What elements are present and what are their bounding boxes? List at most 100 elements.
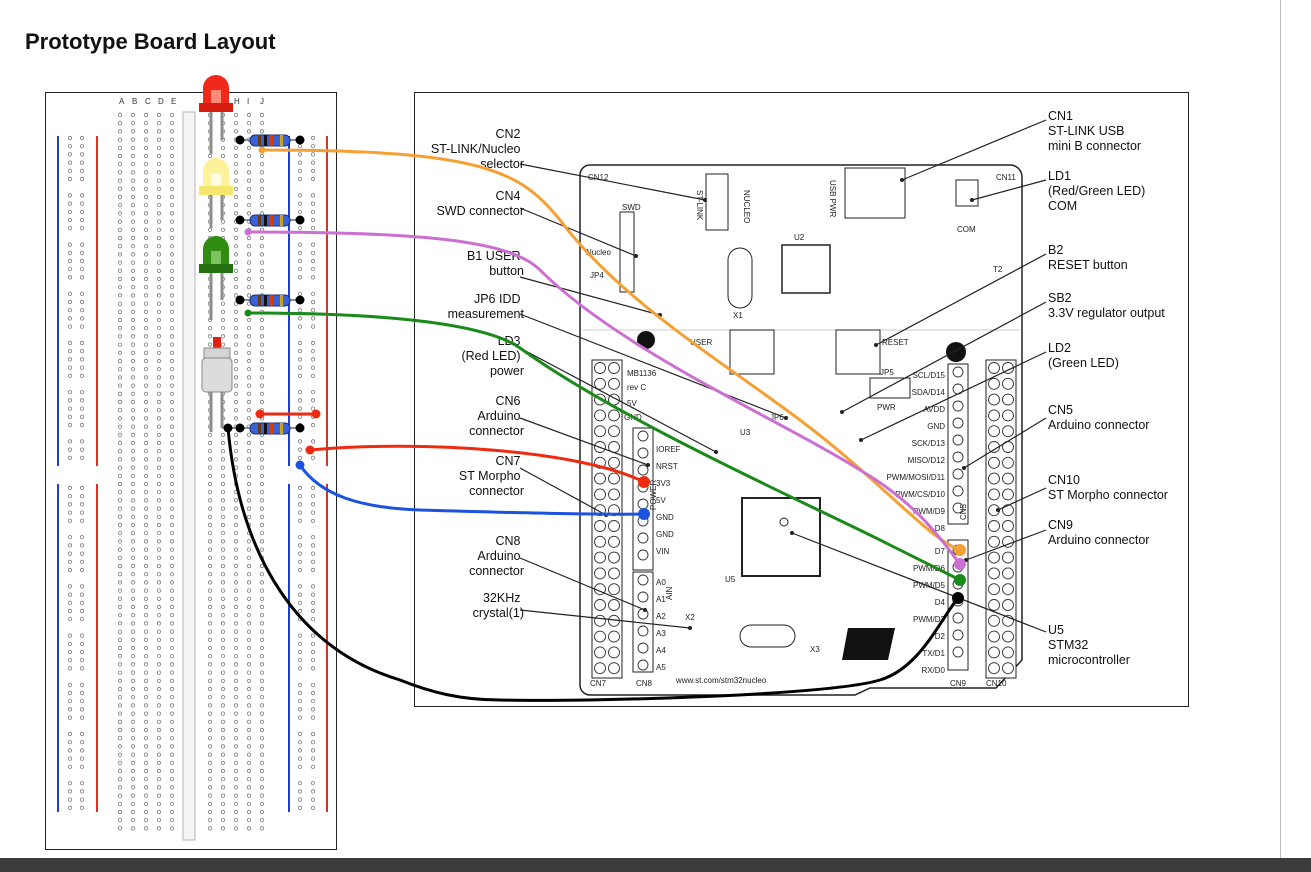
- breadboard-hole: [207, 793, 213, 798]
- breadboard-hole: [79, 690, 85, 696]
- breadboard-hole: [143, 563, 149, 569]
- breadboard-hole: [259, 760, 265, 765]
- resistor-3: [235, 294, 305, 307]
- breadboard-hole: [79, 455, 85, 460]
- breadboard-hole: [259, 326, 265, 331]
- breadboard-hole: [259, 793, 265, 798]
- breadboard-hole: [297, 267, 303, 272]
- breadboard-hole: [143, 801, 149, 806]
- breadboard-hole: [233, 153, 239, 159]
- breadboard-hole: [143, 211, 149, 216]
- breadboard-hole: [143, 432, 149, 437]
- breadboard-hole: [143, 621, 149, 626]
- connector-pin: [608, 662, 620, 675]
- cn9-pin-labels: D7 PWM/D6 PWM/D5 D4 PWM/D3 D2 TX/D1 RX/D…: [913, 547, 946, 675]
- violet-wire: [246, 230, 962, 566]
- cn5-pin-d9: PWM/D9: [913, 507, 946, 516]
- breadboard-hole: [130, 522, 136, 528]
- cn9-pin-d6: PWM/D6: [913, 564, 946, 573]
- breadboard-hole: [143, 358, 149, 364]
- breadboard-hole: [207, 604, 213, 610]
- breadboard-hole: [169, 473, 175, 478]
- breadboard-hole: [310, 485, 316, 491]
- cn6-pin-5v: 5V: [656, 496, 666, 505]
- column-letter-a: A: [119, 97, 125, 106]
- breadboard-hole: [220, 219, 226, 224]
- breadboard-hole: [117, 686, 123, 692]
- breadboard-hole: [207, 580, 213, 585]
- breadboard-hole: [67, 439, 73, 444]
- breadboard-hole: [130, 432, 136, 437]
- breadboard-hole: [79, 600, 85, 605]
- callout-crystal: 32KHz crystal(1): [473, 591, 524, 620]
- breadboard-hole: [297, 781, 303, 786]
- breadboard-hole: [156, 547, 162, 552]
- breadboard-hole: [169, 350, 175, 355]
- breadboard-hole: [67, 176, 73, 182]
- breadboard-hole: [220, 719, 226, 724]
- column-letter-c: C: [145, 97, 151, 106]
- breadboard-hole: [156, 793, 162, 798]
- breadboard-hole: [67, 707, 73, 712]
- cn10-silk: CN10: [986, 679, 1007, 688]
- wires: [226, 148, 962, 702]
- breadboard-hole: [117, 818, 123, 823]
- breadboard-hole: [259, 785, 265, 790]
- breadboard-hole: [156, 276, 162, 282]
- breadboard-hole: [117, 244, 123, 249]
- breadboard-hole: [156, 391, 162, 396]
- breadboard-hole: [79, 567, 85, 573]
- breadboard-hole: [117, 399, 123, 405]
- breadboard-hole: [233, 383, 239, 388]
- breadboard-hole: [297, 559, 303, 564]
- board-model: MB1136: [627, 369, 657, 378]
- breadboard-hole: [117, 432, 123, 437]
- breadboard-hole: [233, 539, 239, 544]
- breadboard-hole: [169, 670, 175, 675]
- breadboard-hole: [233, 801, 239, 806]
- column-letter-i: I: [247, 97, 249, 106]
- breadboard-hole: [169, 506, 175, 511]
- connector-pin: [594, 425, 606, 438]
- breadboard-hole: [207, 588, 213, 593]
- breadboard-hole: [310, 144, 316, 149]
- breadboard-hole: [233, 522, 239, 528]
- breadboard-hole: [130, 809, 136, 815]
- breadboard-hole: [117, 121, 123, 126]
- connector-pin: [608, 551, 620, 564]
- breadboard-hole: [297, 666, 303, 671]
- breadboard-hole: [156, 293, 162, 298]
- breadboard-hole: [143, 309, 149, 314]
- breadboard-hole: [79, 439, 85, 444]
- breadboard-hole: [246, 555, 252, 560]
- breadboard-hole: [246, 588, 252, 593]
- breadboard-hole: [310, 649, 316, 655]
- connector-pin: [952, 451, 964, 463]
- breadboard-hole: [130, 613, 136, 618]
- breadboard-hole: [207, 539, 213, 544]
- breadboard-hole: [233, 703, 239, 708]
- breadboard-hole: [259, 473, 265, 478]
- breadboard-hole: [259, 170, 265, 175]
- breadboard-hole: [310, 267, 316, 272]
- breadboard-hole: [297, 226, 303, 231]
- breadboard-hole: [207, 645, 213, 651]
- breadboard-hole: [169, 170, 175, 175]
- breadboard-hole: [143, 818, 149, 823]
- breadboard-hole: [169, 768, 175, 774]
- breadboard-hole: [143, 711, 149, 716]
- breadboard-hole: [79, 731, 85, 737]
- breadboard-hole: [246, 670, 252, 675]
- breadboard-hole: [297, 592, 303, 597]
- breadboard-hole: [233, 563, 239, 569]
- breadboard-hole: [156, 826, 162, 831]
- breadboard-hole: [130, 129, 136, 134]
- breadboard-hole: [310, 209, 316, 214]
- breadboard-hole: [207, 744, 213, 749]
- breadboard-hole: [143, 777, 149, 782]
- breadboard-hole: [310, 551, 316, 556]
- connector-pin: [988, 614, 1000, 627]
- breadboard-hole: [143, 481, 149, 487]
- breadboard-hole: [246, 490, 252, 495]
- breadboard-hole: [143, 826, 149, 831]
